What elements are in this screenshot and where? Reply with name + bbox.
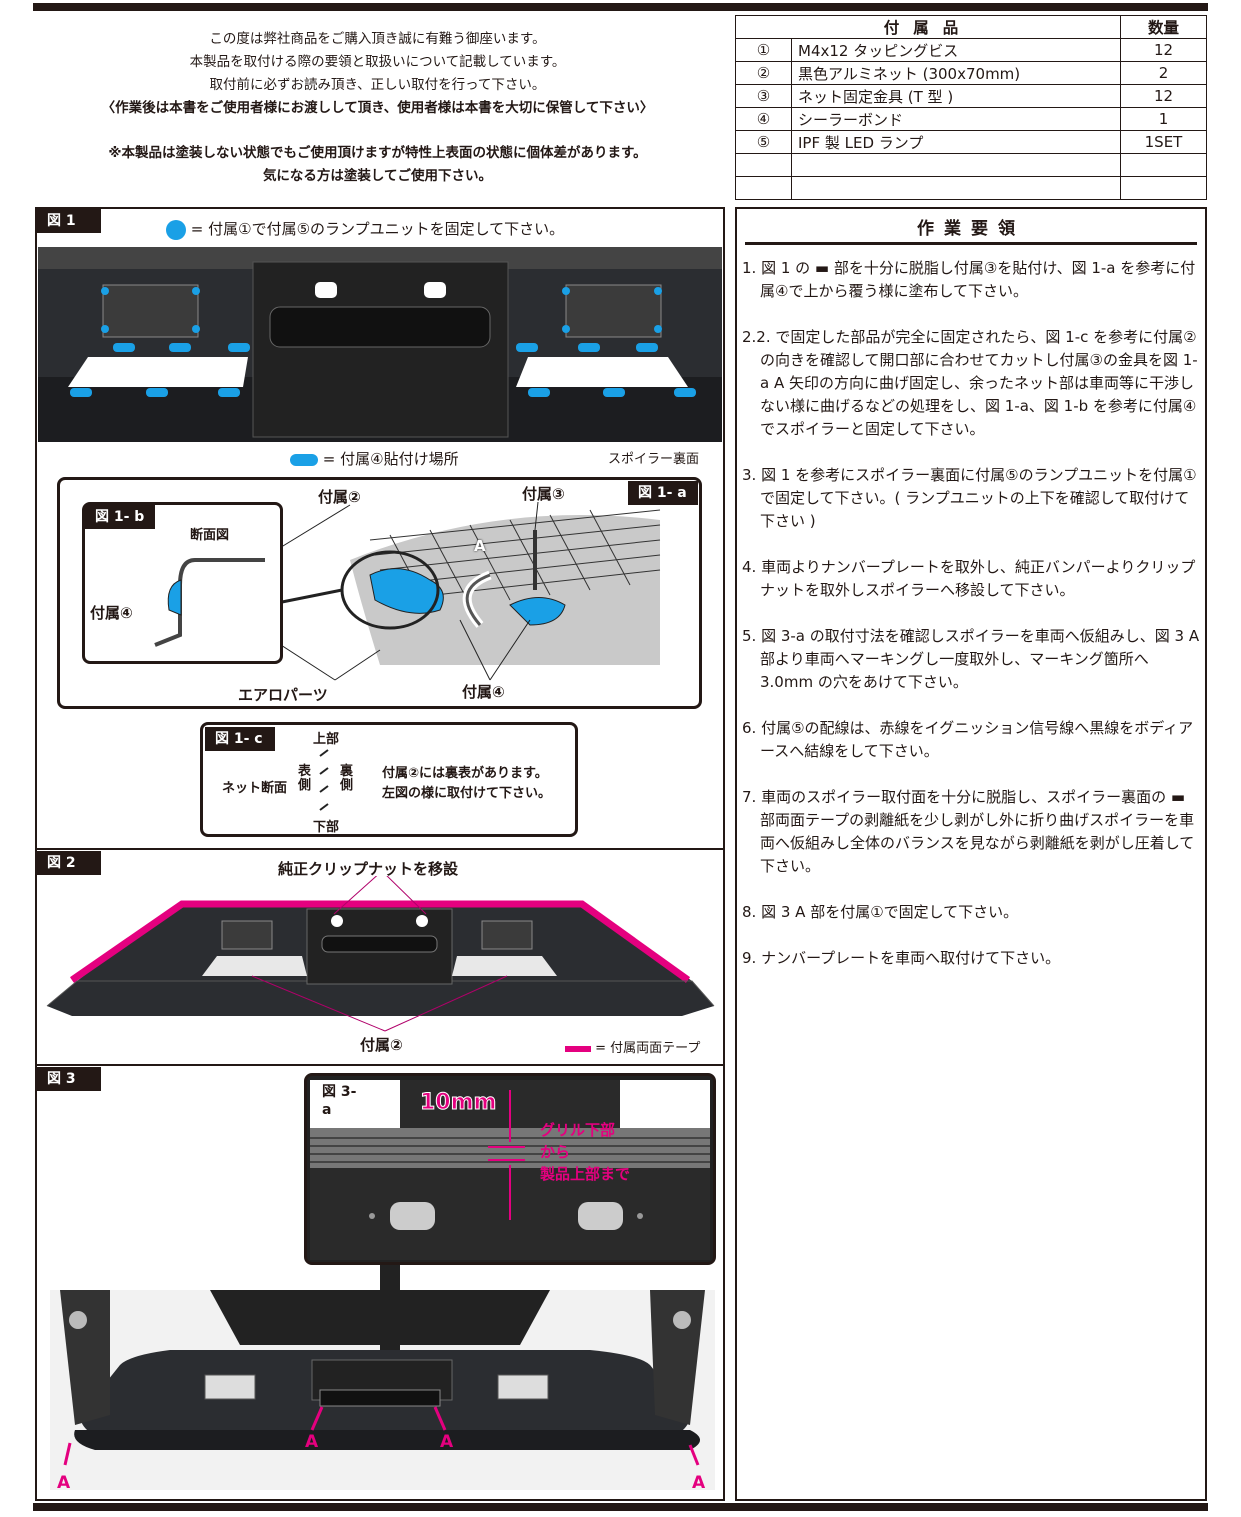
fig2-label: 図 2 — [37, 851, 101, 875]
fig1-label: 図 1 — [37, 209, 101, 233]
top-rule — [33, 3, 1208, 11]
fig3a-text1: グリル下部 — [540, 1121, 616, 1139]
fig1c-label: 図 1- c — [205, 727, 275, 751]
blue-pill-icon — [290, 453, 318, 466]
fig1a-part4-label: 付属④ — [462, 683, 505, 701]
bottom-rule — [33, 1503, 1208, 1511]
mark-a: A — [692, 1473, 706, 1493]
blue-dot-icon — [166, 219, 186, 240]
intro-note: ※本製品は塗装しない状態でもご使用頂けますが特性上表面の状態に個体差があります。 — [108, 145, 647, 161]
fig1c-top: 上部 — [313, 732, 340, 747]
procedure-frame — [735, 207, 1207, 1501]
fig1a-part2-label: 付属② — [318, 488, 361, 506]
intro-line: 〈作業後は本書をご使用者様にお渡しして頂き、使用者様は本書を大切に保管して下さい… — [101, 100, 654, 116]
section-label: 断面図 — [190, 528, 230, 543]
fig1c-note1: 付属②には裏表があります。 — [382, 766, 548, 781]
procedure-step: 1. 図 1 の ▬ 部を十分に脱脂し付属③を貼付け、図 1-a を参考に付属④… — [742, 259, 1196, 300]
procedure-step: 6. 付属⑤の配線は、赤線をイグニッション信号線へ黒線をボディアースへ結線をして… — [742, 719, 1194, 760]
arrow-a-label: A — [474, 537, 486, 555]
table-row — [735, 153, 1207, 177]
fig3a-text3: 製品上部まで — [540, 1165, 631, 1183]
procedure-step: 3. 図 1 を参考にスポイラー裏面に付属⑤のランプユニットを付属①で固定して下… — [742, 466, 1197, 530]
mark-a: A — [305, 1432, 319, 1452]
divider — [35, 1064, 725, 1066]
table-row — [735, 176, 1207, 200]
fig1-caption: = 付属①で付属⑤のランプユニットを固定して下さい。 — [166, 218, 564, 240]
procedure-title: 作業要領 — [917, 219, 1025, 239]
fig1a-label: 図 1- a — [628, 481, 698, 505]
fig3-label: 図 3 — [37, 1067, 101, 1091]
procedure-step: 9. ナンバープレートを車両へ取付けて下さい。 — [742, 949, 1061, 967]
net-section-icon — [319, 749, 329, 811]
fig2-part2-label: 付属② — [360, 1036, 403, 1054]
fig1-spoiler-back-photo — [38, 247, 722, 442]
figures-frame — [35, 207, 725, 1501]
fig1c-bottom: 下部 — [313, 820, 340, 835]
procedure-step: 8. 図 3 A 部を付属①で固定して下さい。 — [742, 903, 1019, 921]
fig1b-label: 図 1- b — [85, 505, 155, 529]
fig1b-box — [82, 502, 283, 664]
fig3a-dim: 10mm — [419, 1090, 497, 1116]
fig3a-text2: から — [540, 1143, 571, 1161]
fig1c-net-section: ネット断面 — [222, 781, 288, 796]
fig3-car-photo — [50, 1265, 715, 1490]
magenta-tape-icon — [565, 1045, 591, 1052]
fig3a-photo — [310, 1080, 710, 1260]
intro-line: 取付前に必ずお読み頂き、正しい取付を行って下さい。 — [209, 77, 546, 93]
procedure-title-rule — [745, 242, 1197, 245]
fig1c-back: 裏側 — [340, 764, 354, 793]
parts-header-name: 付属品 — [735, 15, 1121, 39]
mark-a: A — [57, 1473, 71, 1493]
intro-text: この度は弊社商品をご購入頂き誠に有難う御座います。 本製品を取付ける際の要領と取… — [40, 28, 715, 188]
procedure-step: 7. 車両のスポイラー取付面を十分に脱脂し、スポイラー裏面の ▬ 部両面テープの… — [742, 788, 1195, 875]
fig1c-front: 表側 — [298, 764, 312, 793]
intro-line: 本製品を取付ける際の要領と取扱いについて記載しています。 — [189, 54, 566, 70]
fig1a-diagram — [249, 501, 661, 681]
mark-a: A — [440, 1432, 454, 1452]
aero-parts-label: エアロパーツ — [238, 686, 328, 704]
fig2-spoiler-photo — [46, 876, 715, 1032]
fig1-legend: = 付属④貼付け場所 — [290, 448, 459, 469]
fig3a-label: 図 3- a — [312, 1080, 380, 1118]
parts-header-qty: 数量 — [1120, 15, 1207, 39]
divider — [35, 848, 725, 850]
procedure-step: 2.2. で固定した部品が完全に固定されたら、図 1-c を参考に付属②の向きを… — [742, 328, 1198, 438]
fig1b-section-diagram — [154, 558, 265, 647]
fig1a-part3-label: 付属③ — [522, 485, 565, 503]
fig2-legend: = 付属両面テープ — [565, 1037, 700, 1056]
fig1b-part4-label: 付属④ — [90, 604, 133, 622]
procedure-step: 5. 図 3-a の取付寸法を確認しスポイラーを車両へ仮組みし、図 3 A 部よ… — [742, 627, 1200, 691]
intro-line: この度は弊社商品をご購入頂き誠に有難う御座います。 — [209, 31, 546, 47]
procedure-steps: 1. 図 1 の ▬ 部を十分に脱脂し付属③を貼付け、図 1-a を参考に付属④… — [742, 257, 1202, 993]
fig1c-note2: 左図の様に取付けて下さい。 — [382, 786, 552, 801]
fig2-title: 純正クリップナットを移設 — [278, 860, 459, 878]
intro-note: 気になる方は塗装してご使用下さい。 — [262, 168, 493, 184]
spoiler-back-label: スポイラー裏面 — [608, 452, 700, 467]
procedure-step: 4. 車両よりナンバープレートを取外し、純正バンパーよりクリップナットを取外しス… — [742, 558, 1196, 599]
